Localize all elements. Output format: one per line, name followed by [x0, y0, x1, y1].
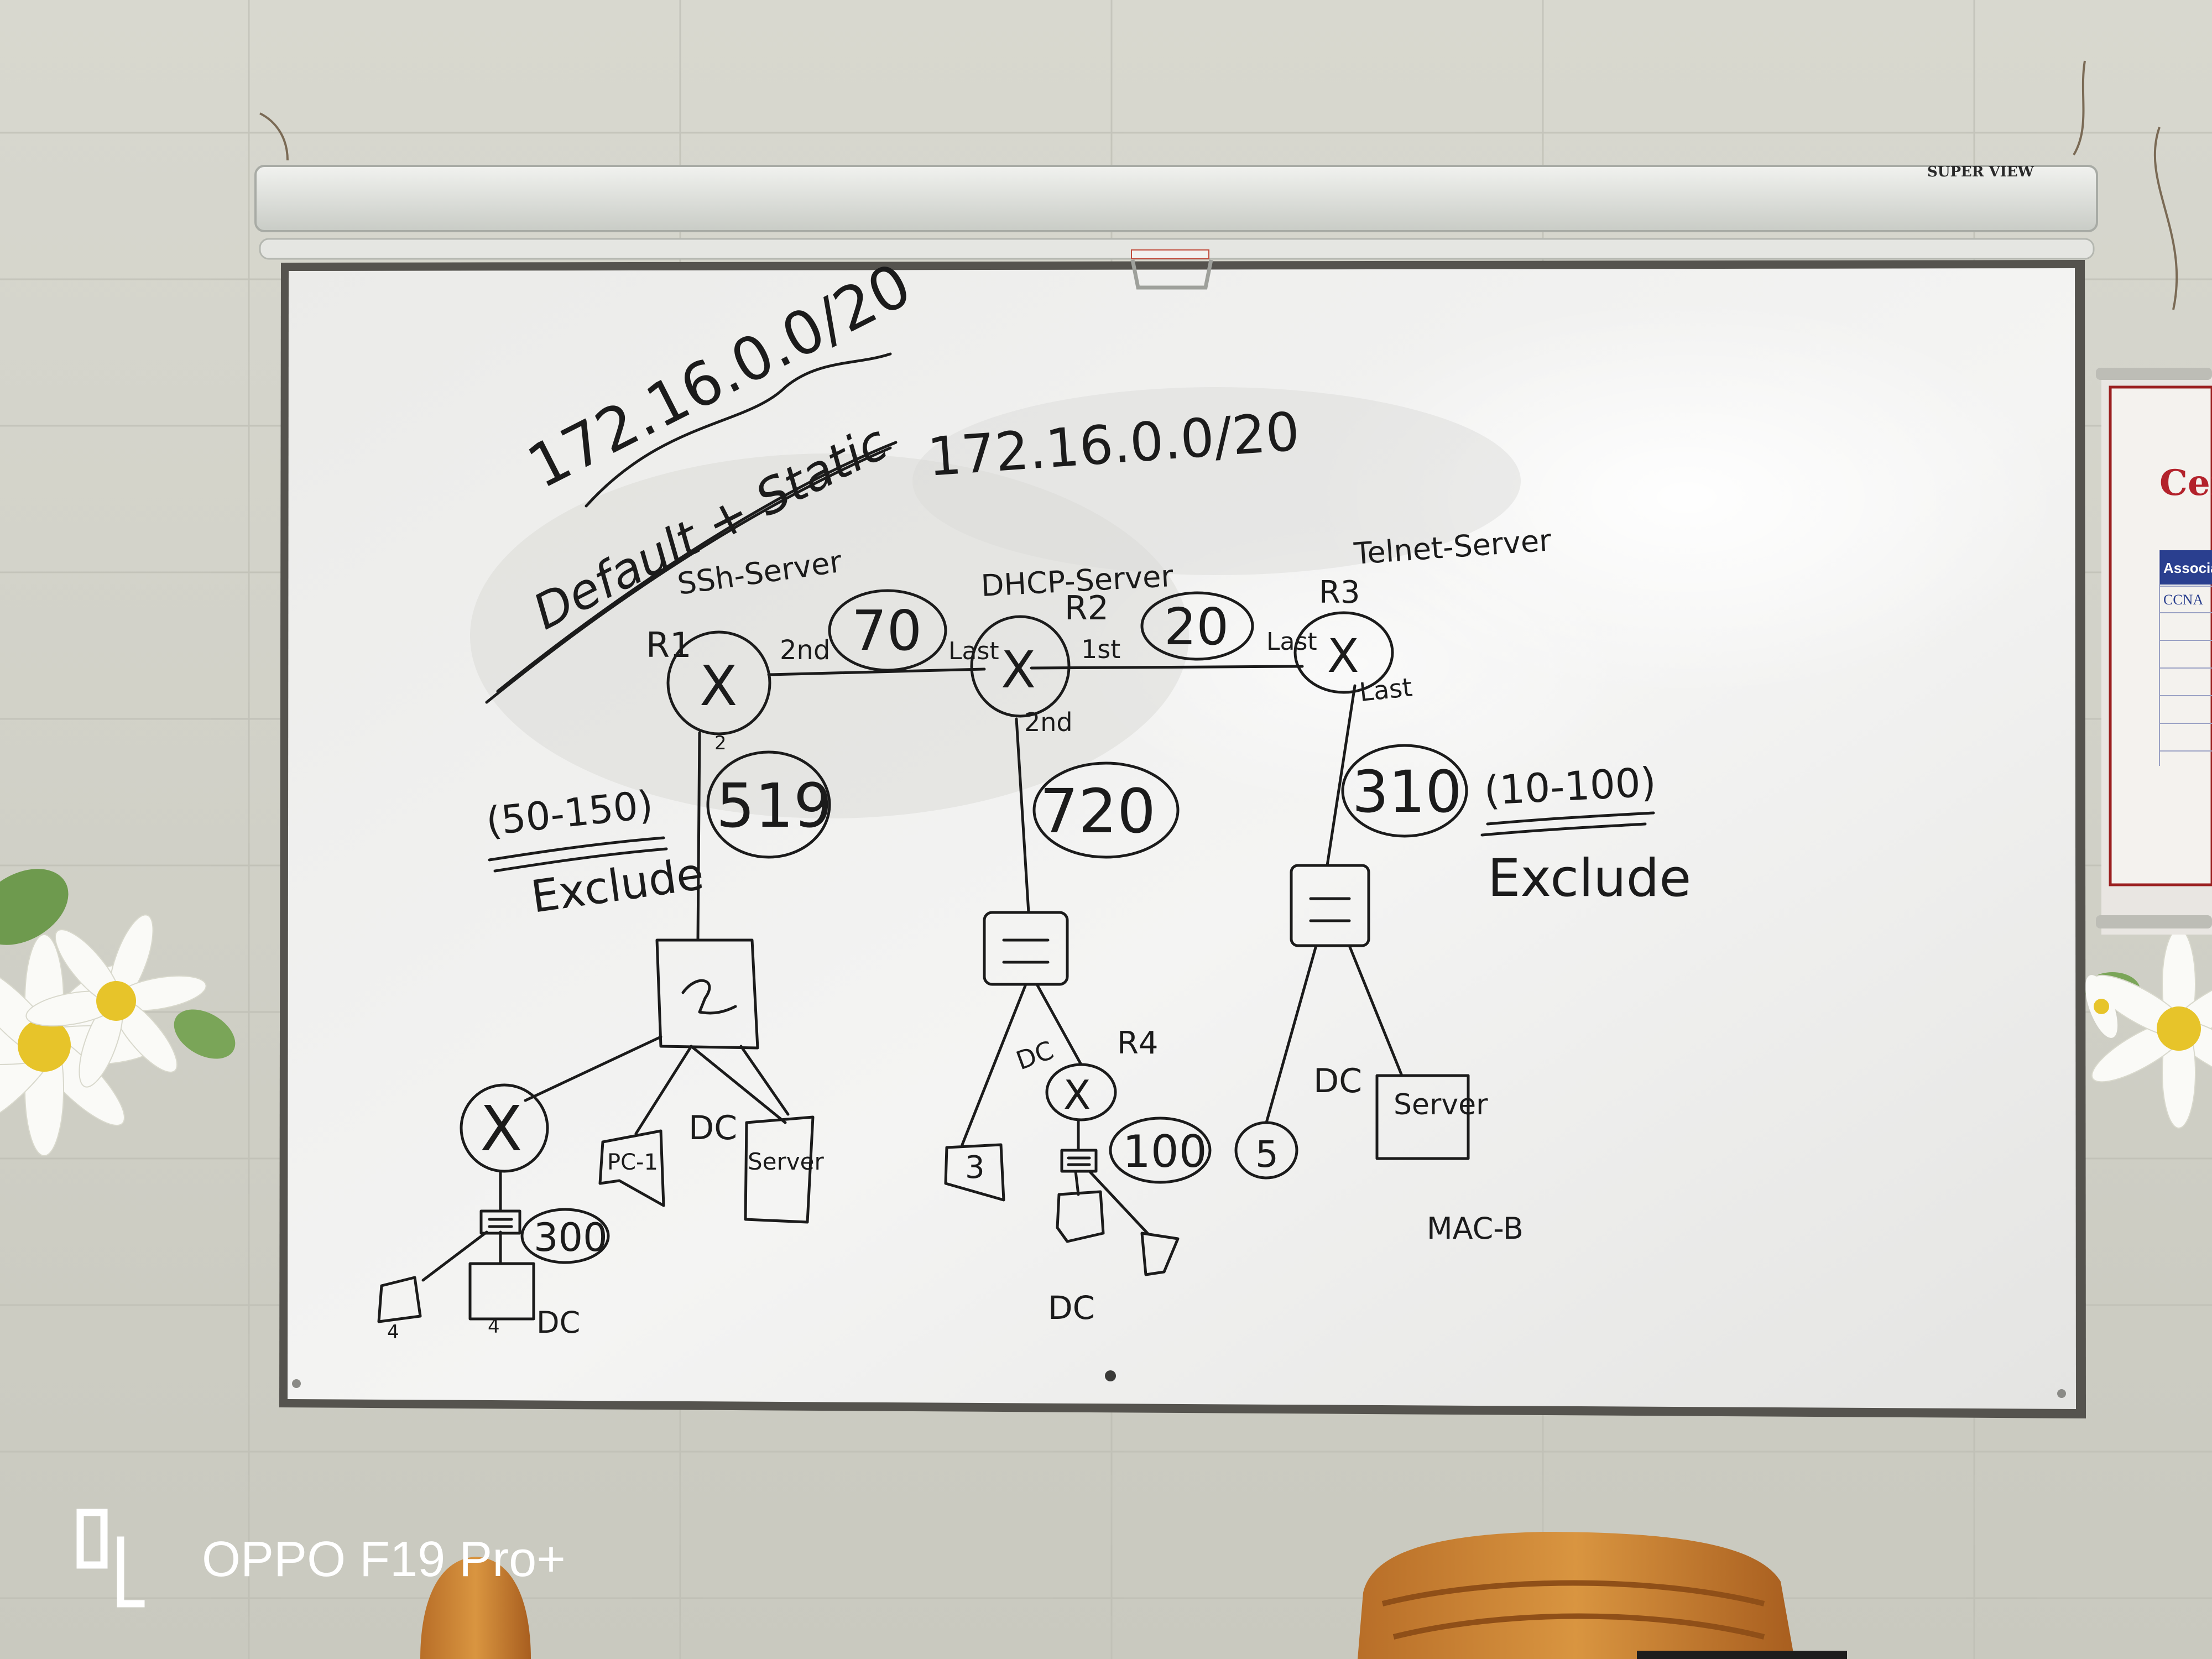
dc-box-bottom-mid	[1056, 1190, 1105, 1243]
svg-text:720: 720	[1040, 776, 1156, 847]
vlan-badge-20: 20	[1140, 591, 1254, 661]
router-r1-port-label: 2	[714, 732, 727, 754]
router-r3-label: R3	[1319, 575, 1360, 611]
projector-brand-label: SUPER VIEW	[1927, 164, 2034, 180]
poster-column-header: Associat	[2163, 560, 2212, 576]
pc-5	[1234, 1121, 1298, 1180]
whiteboard	[279, 260, 2086, 1418]
underline-squiggle	[585, 352, 892, 508]
vlan-badge-310: 310	[1341, 744, 1468, 838]
poster-row-ccna: CCNA	[2163, 592, 2203, 608]
switch-left	[655, 938, 759, 1050]
switch-right	[1290, 864, 1370, 947]
vlan-badge-70: 70	[828, 589, 947, 672]
daisy-decal-right	[2085, 928, 2212, 1129]
svg-text:Server: Server	[1394, 1088, 1488, 1121]
camera-watermark: OPPO F19 Pro+	[76, 1509, 566, 1608]
mac-note: MAC-B	[1427, 1211, 1524, 1246]
link-r1-r2-near-r1: 2nd	[780, 635, 830, 666]
pc-3	[944, 1143, 1005, 1202]
svg-text:100: 100	[1123, 1126, 1207, 1177]
router-r2-label: R2	[1065, 589, 1109, 628]
router-r1-label: R1	[646, 625, 692, 665]
router-r2: X	[970, 615, 1071, 718]
svg-text:3: 3	[965, 1150, 985, 1186]
svg-text:20: 20	[1164, 597, 1229, 656]
svg-text:X: X	[480, 1093, 523, 1165]
link-r2-r3-near-r3: Last	[1266, 628, 1317, 656]
svg-text:X: X	[1001, 640, 1036, 700]
exclude-range-right: (10-100)	[1483, 759, 1657, 814]
dc-box-bottom-left	[468, 1262, 535, 1321]
router-r5: X	[460, 1083, 549, 1173]
vlan-badge-300: 300	[520, 1208, 610, 1264]
svg-text:5: 5	[1255, 1133, 1279, 1176]
router-r3: X	[1293, 611, 1394, 694]
dc-label-right: DC	[1313, 1062, 1362, 1100]
svg-text:X: X	[1063, 1072, 1091, 1118]
server-right: Server	[1375, 1074, 1488, 1160]
router-r1: X	[666, 630, 771, 735]
exclude-word-right: Exclude	[1488, 848, 1691, 909]
camera-watermark-text: OPPO F19 Pro+	[202, 1532, 566, 1587]
pc-bottom-mid	[1140, 1232, 1180, 1276]
link-r2-r3-near-r2: 1st	[1081, 634, 1120, 664]
svg-text:4: 4	[488, 1316, 500, 1338]
mini-switch-middle	[1060, 1149, 1098, 1173]
pull-handle[interactable]	[1130, 259, 1213, 290]
dc-label-bottom-left: DC	[536, 1305, 580, 1340]
hanging-wires	[259, 60, 2178, 310]
certificate-poster: Cert Associat CCNA	[2096, 368, 2212, 935]
pc-1: PC-1	[598, 1129, 665, 1207]
svg-text:519: 519	[716, 770, 832, 841]
dc-label-bottom-mid: DC	[1048, 1289, 1095, 1327]
router-r4-label: R4	[1117, 1025, 1159, 1061]
daisy-decal-left	[0, 869, 236, 1156]
svg-text:4: 4	[387, 1321, 399, 1343]
svg-text:X: X	[1327, 629, 1359, 683]
svg-text:310: 310	[1352, 758, 1462, 826]
svg-text:X: X	[700, 654, 738, 718]
svg-text:300: 300	[534, 1215, 608, 1260]
projector-screen-housing: SUPER VIEW	[254, 164, 2098, 290]
vlan-badge-100: 100	[1109, 1117, 1212, 1184]
dc-label-left: DC	[688, 1109, 737, 1147]
vlan-badge-519: 519	[706, 750, 832, 859]
svg-text:PC-1: PC-1	[607, 1150, 658, 1175]
poster-heading: Cert	[2159, 462, 2212, 504]
router-r4: X	[1045, 1063, 1117, 1121]
pc-4a	[377, 1276, 422, 1323]
svg-text:70: 70	[852, 598, 922, 663]
svg-text:Server: Server	[748, 1148, 824, 1175]
r2-downlink-label: 2nd	[1024, 707, 1073, 737]
chair-left	[420, 1557, 531, 1659]
r3-downlink-label: Last	[1358, 672, 1414, 707]
chair-right	[1358, 1532, 1847, 1659]
server-left: Server	[744, 1115, 824, 1224]
vlan-badge-720: 720	[1032, 761, 1180, 859]
camera-logo-icon	[76, 1509, 145, 1608]
